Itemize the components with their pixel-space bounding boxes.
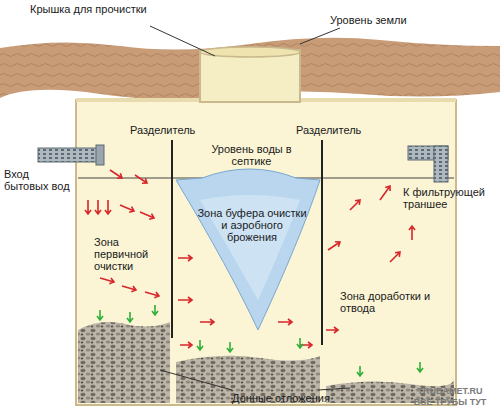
flow-arrow [85,200,91,214]
zone-label: Зона первичной очистки [94,236,166,272]
divider [171,140,173,338]
flow-arrow [145,292,159,298]
annotation: К фильтрующей траншее [403,186,497,210]
zone-label: Зона буфера очистки и аэробного брожения [196,207,308,243]
flow-arrow [122,286,136,292]
flow-arrow [120,205,134,212]
watermark: ВСЕ ТРУБЫ ТУТ [404,397,496,407]
flow-arrow [180,342,192,348]
annotation: Вход бытовых вод [4,168,76,192]
flow-arrow [127,312,133,322]
pipe-collar [96,145,104,165]
flow-arrow [297,338,303,348]
flow-arrow [409,226,415,240]
tank-body [76,100,456,405]
outlet-elbow [434,146,448,182]
flow-arrow [178,297,192,303]
annotation: Уровень земли [330,14,440,26]
watermark: TRUBAMET.RU [404,386,496,396]
leader-line [160,370,232,390]
leader-line [150,26,215,56]
annotation: Донные отложения [226,392,336,404]
inlet-pipe [38,148,100,162]
divider [321,140,323,345]
flow-arrow [328,242,340,250]
water-zone [176,169,320,330]
leader-line [300,28,340,44]
flow-arrow [227,342,233,352]
flow-arrow [97,310,103,320]
zone-label: Зона доработки и отвода [340,290,440,314]
sediment [78,322,170,403]
annotation: Крышка для прочистки [30,3,160,15]
flow-arrow [380,186,390,200]
flow-arrow [197,340,203,350]
flow-arrow [135,175,147,183]
flow-arrow [326,327,338,333]
flow-arrow [105,200,111,214]
flow-arrow [178,255,192,261]
annotation: Разделитель [296,124,376,136]
flow-arrow [152,305,158,315]
flow-arrow [95,200,101,214]
flow-arrow [390,252,400,262]
flow-arrow [200,319,214,325]
flow-arrow [100,278,114,284]
cleaning-lid [200,50,300,102]
flow-arrow [110,170,122,178]
flow-arrow [278,319,292,325]
annotation: Разделитель [130,124,210,136]
flow-arrow [357,366,363,376]
flow-arrow [140,212,154,219]
flow-arrow [350,200,360,210]
flow-arrow [417,362,423,372]
annotation: Уровень воды в септике [204,143,299,167]
leader-line [318,388,350,390]
